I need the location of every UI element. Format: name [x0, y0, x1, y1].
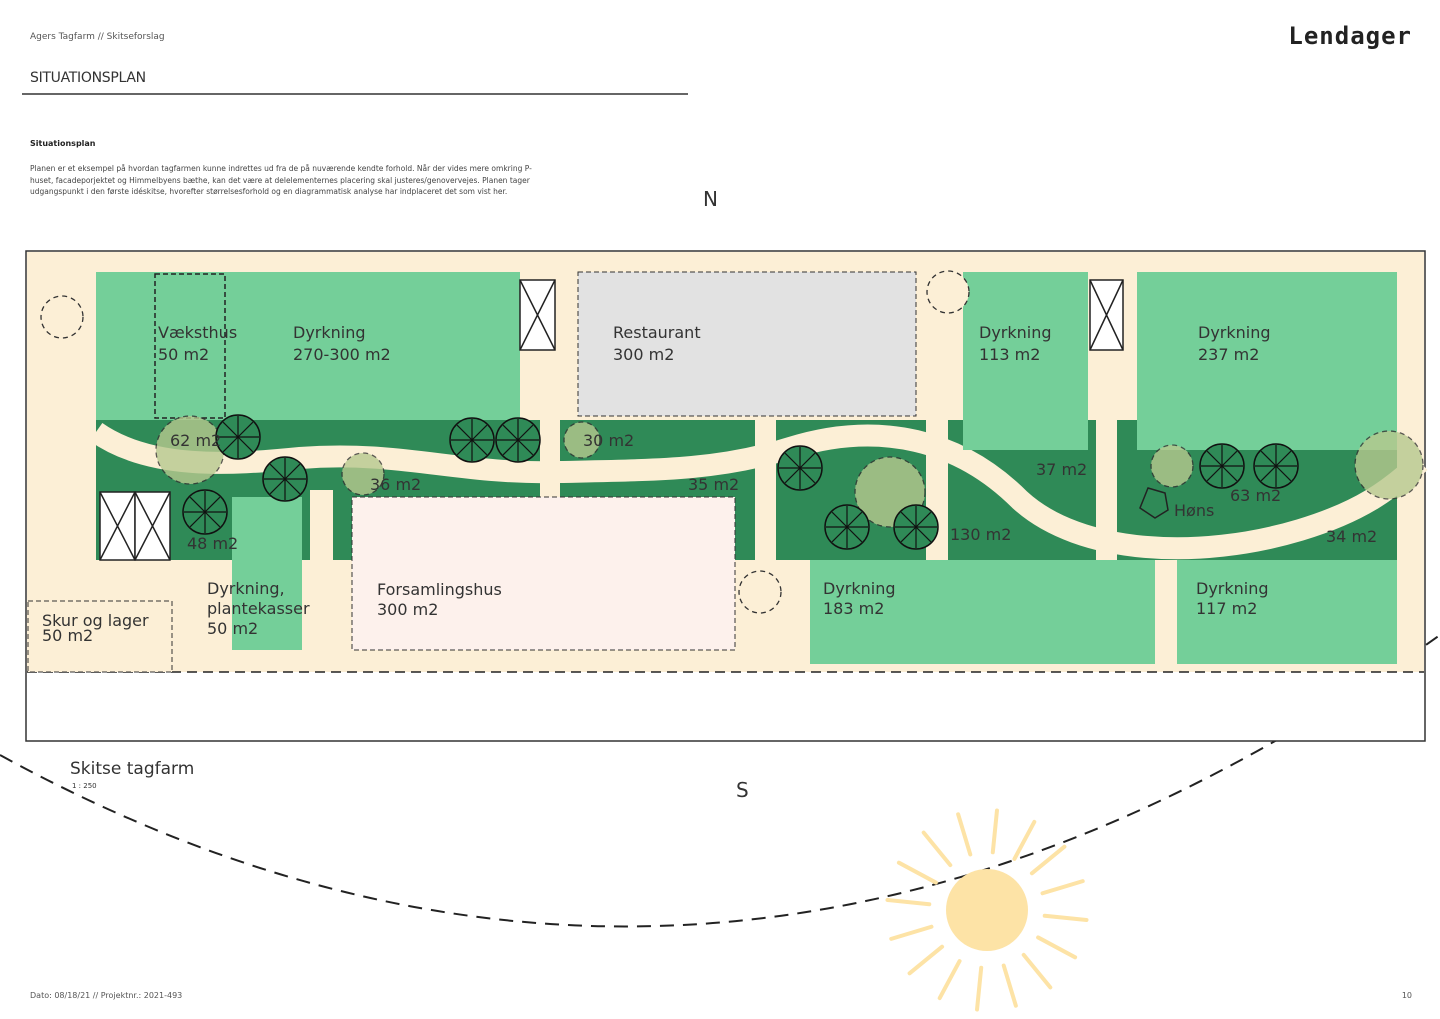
bed-plantekasser — [232, 497, 302, 650]
bed-dyrkning-183 — [810, 560, 1155, 664]
tree-icon — [1199, 443, 1245, 489]
assembly-hall — [351, 496, 736, 651]
storage-boxes — [99, 279, 1124, 561]
label-62: 62 m2 — [170, 431, 221, 450]
sun-ray — [885, 898, 932, 907]
label-dyrkning-183-size: 183 m2 — [823, 599, 884, 618]
sun-ray — [921, 830, 953, 868]
sun-ray — [1021, 952, 1053, 990]
label-planters-size: 50 m2 — [207, 619, 258, 638]
bed-dyrkning-237 — [1137, 272, 1397, 450]
tree-icon — [777, 445, 823, 491]
title-divider — [22, 93, 688, 95]
tree-icon — [262, 456, 308, 502]
label-restaurant: Restaurant — [613, 323, 701, 342]
label-dyrkning-117: Dyrkning — [1196, 579, 1269, 598]
sun-ray — [956, 812, 973, 857]
sun-ray — [937, 959, 962, 1001]
label-planters-1: Dyrkning, — [207, 579, 285, 598]
sun-ray — [907, 944, 945, 976]
label-36: 36 m2 — [370, 475, 421, 494]
plan-scale: 1 : 250 — [72, 782, 97, 790]
label-34: 34 m2 — [1326, 527, 1377, 546]
sun-ray — [1040, 879, 1085, 896]
project-name: Agers Tagfarm // Skitseforslag — [30, 32, 165, 42]
label-dyrkning-117-size: 117 m2 — [1196, 599, 1257, 618]
section-body: Planen er et eksempel på hvordan tagfarm… — [30, 164, 532, 196]
sun-ray — [990, 808, 999, 855]
bed-dyrkning-117 — [1177, 560, 1397, 664]
trees — [182, 414, 1299, 550]
sun-icon — [885, 808, 1089, 1012]
label-greenhouse-name: Væksthus — [158, 323, 237, 342]
shed — [27, 600, 173, 673]
label-35: 35 m2 — [688, 475, 739, 494]
label-shed-size: 50 m2 — [42, 626, 93, 645]
section-heading: Situationsplan — [30, 139, 96, 148]
tree-icon — [215, 414, 261, 460]
label-restaurant-size: 300 m2 — [613, 345, 674, 364]
tree-icon — [182, 489, 228, 535]
label-130: 130 m2 — [950, 525, 1011, 544]
label-dyrkning-183: Dyrkning — [823, 579, 896, 598]
label-dyrkning-main-size: 270-300 m2 — [293, 345, 391, 364]
label-dyrkning-237: Dyrkning — [1198, 323, 1271, 342]
sun-ray — [1001, 963, 1018, 1008]
plan-caption: Skitse tagfarm — [70, 759, 194, 779]
restaurant — [577, 271, 917, 417]
sun-ray — [1042, 913, 1089, 922]
sun-ray — [975, 965, 984, 1012]
label-assembly: Forsamlingshus — [377, 580, 502, 599]
hen-house-icon — [1139, 487, 1169, 519]
compass-south: S — [736, 778, 749, 802]
tree-icon — [824, 504, 870, 550]
bed-dyrkning-main — [96, 272, 520, 420]
dashed-tree-circles — [40, 270, 1424, 614]
tree-icon — [495, 417, 541, 463]
sun-ray — [889, 924, 934, 941]
label-63: 63 m2 — [1230, 486, 1281, 505]
brand-logo: Lendager — [1288, 22, 1412, 50]
label-shed: Skur og lager — [42, 611, 149, 630]
label-greenhouse-size: 50 m2 — [158, 345, 209, 364]
sun-ray — [1012, 819, 1037, 861]
sun-ray — [896, 860, 938, 885]
label-dyrkning-237-size: 237 m2 — [1198, 345, 1259, 364]
label-48: 48 m2 — [187, 534, 238, 553]
label-dyrkning-main: Dyrkning — [293, 323, 366, 342]
tree-icon — [893, 504, 939, 550]
label-37: 37 m2 — [1036, 460, 1087, 479]
label-30: 30 m2 — [583, 431, 634, 450]
compass-north: N — [703, 187, 718, 211]
label-dyrkning-113: Dyrkning — [979, 323, 1052, 342]
label-dyrkning-113-size: 113 m2 — [979, 345, 1040, 364]
bed-dyrkning-113 — [963, 272, 1088, 450]
page-number: 10 — [1401, 991, 1412, 1000]
sun-path-arc — [0, 634, 1440, 928]
label-planters-2: plantekasser — [207, 599, 310, 618]
footer-meta: Dato: 08/18/21 // Projektnr.: 2021-493 — [30, 991, 183, 1000]
tree-icon — [1253, 443, 1299, 489]
label-assembly-size: 300 m2 — [377, 600, 438, 619]
tree-icon — [449, 417, 495, 463]
sun-ray — [1036, 935, 1078, 960]
page-title: SITUATIONSPLAN — [30, 70, 146, 86]
label-hens: Høns — [1174, 501, 1214, 520]
sun-ray — [1029, 844, 1067, 876]
